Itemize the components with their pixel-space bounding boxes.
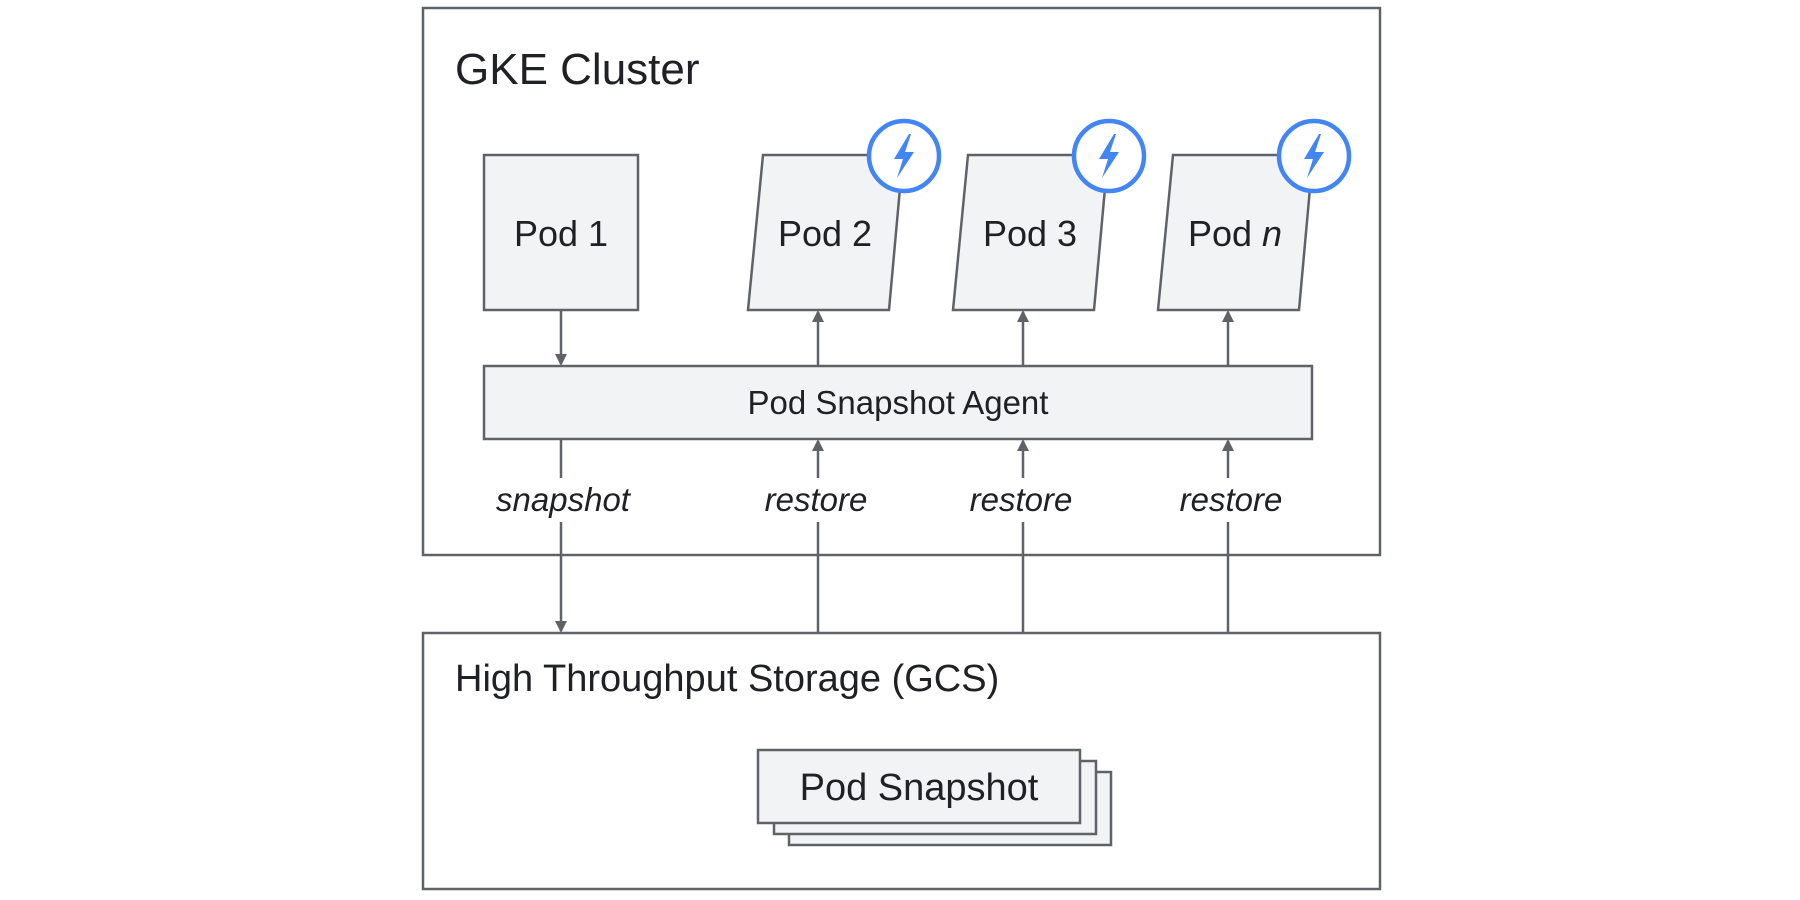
pod-agent-connectors (555, 310, 1234, 366)
restore-badge (866, 118, 942, 194)
snapshot-card-front (756, 748, 1082, 825)
pod-snapshot-agent: Pod Snapshot Agent (482, 364, 1314, 441)
pod-label: Pod n (1188, 213, 1282, 254)
restore-badge (1276, 118, 1352, 194)
pod-label: Pod 2 (778, 213, 872, 254)
cluster-title: GKE Cluster (455, 45, 700, 94)
restore-label: restore (970, 481, 1073, 518)
pod-label-variable: n (1262, 213, 1282, 254)
pod-1: Pod 1 (482, 153, 640, 312)
agent-box (482, 364, 1314, 441)
gke-cluster: GKE Cluster (421, 6, 1382, 557)
restore-label: restore (1180, 481, 1283, 518)
gke-cluster-frame (421, 6, 1382, 557)
pod-2: Pod 2 (746, 118, 942, 312)
pod-box (746, 153, 905, 312)
storage-frame (421, 631, 1382, 891)
pod-box (1156, 153, 1315, 312)
snapshot-label: Pod Snapshot (800, 767, 1039, 809)
pod-label-prefix: Pod (1188, 213, 1262, 254)
agent-label: Pod Snapshot Agent (748, 384, 1049, 421)
pod-box (951, 153, 1110, 312)
storage-flows: snapshot restore restore restore (496, 439, 1282, 633)
pod-n: Pod n (1156, 118, 1352, 312)
snapshot-label: snapshot (496, 481, 632, 518)
pod-box (482, 153, 640, 312)
pod-3: Pod 3 (951, 118, 1147, 312)
pods: Pod 1 Pod 2 Pod 3 Pod n (482, 118, 1352, 312)
storage-title: High Throughput Storage (GCS) (455, 658, 999, 700)
pod-label: Pod 3 (983, 213, 1077, 254)
pod-label: Pod 1 (514, 213, 608, 254)
restore-badge (1071, 118, 1147, 194)
restore-label: restore (765, 481, 868, 518)
pod-snapshot-stack: Pod Snapshot (756, 748, 1113, 847)
high-throughput-storage: High Throughput Storage (GCS) Pod Snapsh… (421, 631, 1382, 891)
